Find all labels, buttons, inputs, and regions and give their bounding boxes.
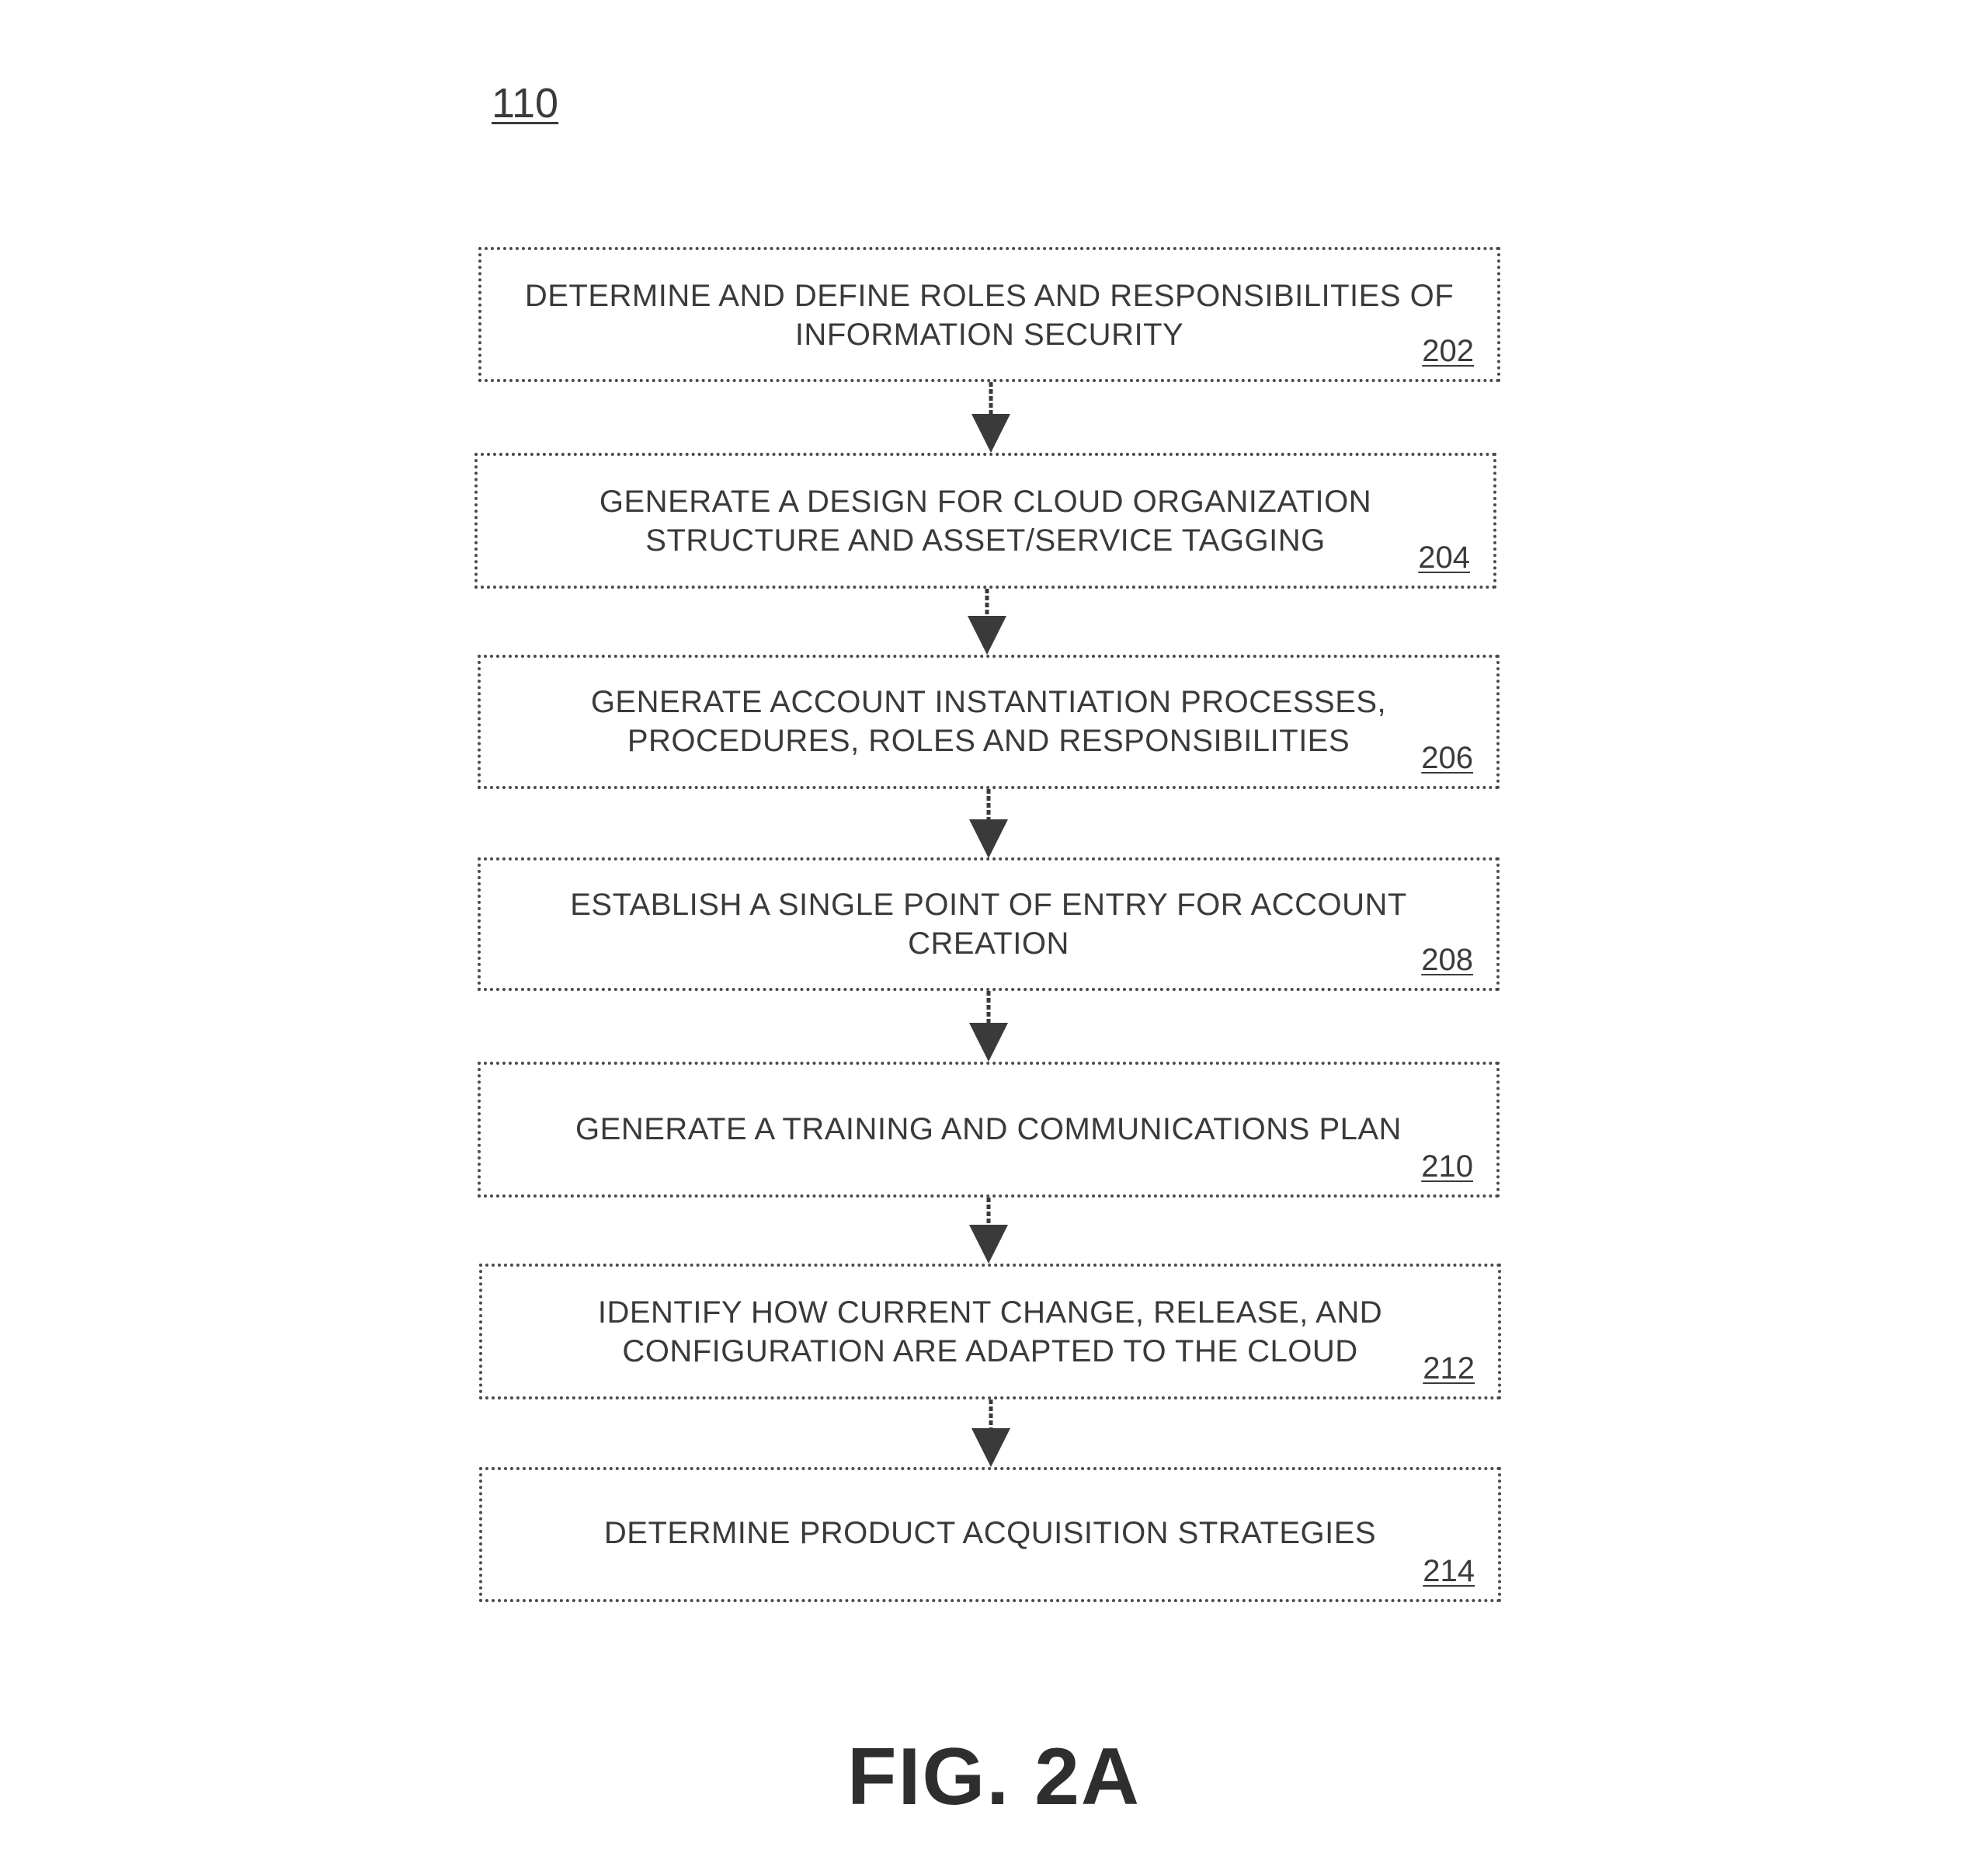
step-box-204: GENERATE A DESIGN FOR CLOUD ORGANIZATION…	[474, 453, 1496, 589]
step-number: 206	[1421, 741, 1473, 775]
step-box-212: IDENTIFY HOW CURRENT CHANGE, RELEASE, AN…	[479, 1264, 1501, 1399]
step-number: 214	[1423, 1554, 1475, 1588]
step-text-line: PROCEDURES, ROLES AND RESPONSIBILITIES	[627, 724, 1350, 758]
step-text-line: GENERATE A TRAINING AND COMMUNICATIONS P…	[575, 1112, 1402, 1146]
step-number: 204	[1418, 541, 1470, 575]
step-text-line: IDENTIFY HOW CURRENT CHANGE, RELEASE, AN…	[597, 1295, 1383, 1330]
step-box-208: ESTABLISH A SINGLE POINT OF ENTRY FOR AC…	[478, 857, 1500, 991]
step-text-line: ESTABLISH A SINGLE POINT OF ENTRY FOR AC…	[570, 888, 1407, 922]
step-number: 210	[1421, 1149, 1473, 1184]
step-box-214: DETERMINE PRODUCT ACQUISITION STRATEGIES…	[479, 1467, 1501, 1602]
step-text-line: DETERMINE AND DEFINE ROLES AND RESPONSIB…	[524, 279, 1455, 313]
step-text: IDENTIFY HOW CURRENT CHANGE, RELEASE, AN…	[482, 1293, 1498, 1371]
step-box-210: GENERATE A TRAINING AND COMMUNICATIONS P…	[478, 1062, 1500, 1198]
step-text: GENERATE A DESIGN FOR CLOUD ORGANIZATION…	[478, 482, 1493, 560]
step-text: DETERMINE PRODUCT ACQUISITION STRATEGIES	[482, 1514, 1498, 1552]
step-box-206: GENERATE ACCOUNT INSTANTIATION PROCESSES…	[478, 655, 1500, 789]
step-text-line: CREATION	[908, 927, 1069, 961]
step-text-line: GENERATE ACCOUNT INSTANTIATION PROCESSES…	[590, 685, 1387, 719]
step-text-line: STRUCTURE AND ASSET/SERVICE TAGGING	[645, 523, 1326, 558]
step-text-line: DETERMINE PRODUCT ACQUISITION STRATEGIES	[603, 1516, 1377, 1550]
step-text-line: CONFIGURATION ARE ADAPTED TO THE CLOUD	[622, 1334, 1358, 1368]
step-text: ESTABLISH A SINGLE POINT OF ENTRY FOR AC…	[481, 885, 1496, 963]
step-number: 212	[1423, 1351, 1475, 1385]
figure-caption: FIG. 2A	[846, 1732, 1142, 1822]
step-text-line: GENERATE A DESIGN FOR CLOUD ORGANIZATION	[599, 485, 1372, 519]
figure-reference-label: 110	[492, 80, 559, 127]
step-text: GENERATE A TRAINING AND COMMUNICATIONS P…	[481, 1110, 1496, 1149]
step-text: GENERATE ACCOUNT INSTANTIATION PROCESSES…	[481, 683, 1496, 760]
step-text: DETERMINE AND DEFINE ROLES AND RESPONSIB…	[481, 276, 1497, 354]
step-box-202: DETERMINE AND DEFINE ROLES AND RESPONSIB…	[478, 247, 1500, 382]
step-text-line: INFORMATION SECURITY	[794, 318, 1184, 352]
step-number: 208	[1421, 943, 1473, 977]
step-number: 202	[1422, 334, 1474, 368]
